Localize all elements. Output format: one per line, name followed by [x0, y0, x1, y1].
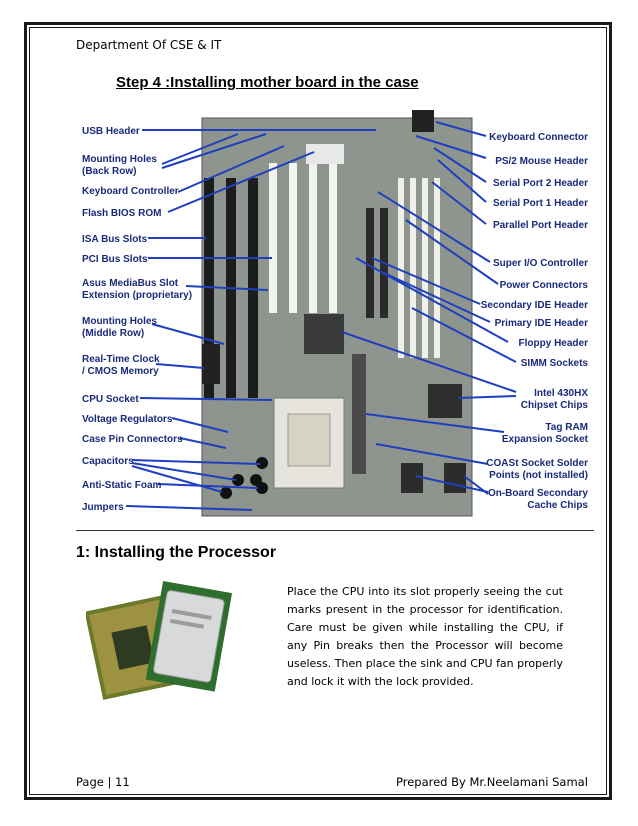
label-cmos-memory: / CMOS Memory — [82, 366, 159, 377]
label-jumpers: Jumpers — [82, 502, 124, 513]
label-mounting-holes-middle-row: (Middle Row) — [82, 328, 144, 339]
label-asus-mediabus-ext: Extension (proprietary) — [82, 290, 192, 301]
right-leader-lines — [341, 121, 517, 495]
author-credit: Prepared By Mr.Neelamani Samal — [396, 775, 588, 789]
section-divider — [76, 530, 594, 531]
page-number: Page | 11 — [76, 775, 130, 789]
label-simm-sockets: SIMM Sockets — [521, 358, 589, 369]
label-mounting-holes-middle: Mounting Holes — [82, 316, 157, 327]
label-isa-bus-slots: ISA Bus Slots — [82, 234, 148, 245]
label-coast-socket: COASt Socket Solder — [486, 458, 588, 469]
right-labels: Keyboard Connector PS/2 Mouse Header Ser… — [481, 132, 589, 511]
label-cpu-socket: CPU Socket — [82, 394, 139, 405]
label-expansion-socket: Expansion Socket — [502, 434, 589, 445]
label-real-time-clock: Real-Time Clock — [82, 354, 160, 365]
label-cache-chips: Cache Chips — [527, 500, 588, 511]
label-capacitors: Capacitors — [82, 456, 134, 467]
processor-instructions: Place the CPU into its slot properly see… — [287, 585, 563, 688]
label-serial-port-2: Serial Port 2 Header — [493, 178, 588, 189]
page-header-department: Department Of CSE & IT — [76, 38, 222, 52]
label-voltage-regulators: Voltage Regulators — [82, 414, 173, 425]
label-anti-static-foam: Anti-Static Foam — [82, 480, 162, 491]
label-coast-not-installed: Points (not installed) — [489, 470, 588, 481]
label-parallel-port: Parallel Port Header — [493, 220, 588, 231]
label-case-pin-connectors: Case Pin Connectors — [82, 434, 183, 445]
page-border-inner — [29, 27, 607, 795]
label-tag-ram: Tag RAM — [545, 422, 588, 433]
motherboard-diagram: USB Header Mounting Holes (Back Row) Key… — [82, 110, 589, 517]
left-labels: USB Header Mounting Holes (Back Row) Key… — [82, 126, 192, 513]
label-asus-mediabus: Asus MediaBus Slot — [82, 278, 179, 289]
cpu-photo — [86, 572, 232, 722]
step-title: Step 4 :Installing mother board in the c… — [116, 74, 419, 91]
label-keyboard-connector: Keyboard Connector — [489, 132, 588, 143]
label-primary-ide: Primary IDE Header — [495, 318, 588, 329]
label-ps2-mouse-header: PS/2 Mouse Header — [495, 156, 588, 167]
motherboard-photo — [201, 110, 473, 517]
label-serial-port-1: Serial Port 1 Header — [493, 198, 588, 209]
label-power-connectors: Power Connectors — [500, 280, 589, 291]
label-onboard-secondary: On-Board Secondary — [488, 488, 588, 499]
label-floppy-header: Floppy Header — [519, 338, 589, 349]
label-super-io: Super I/O Controller — [493, 258, 588, 269]
label-secondary-ide: Secondary IDE Header — [481, 300, 588, 311]
label-mounting-holes-back-row: (Back Row) — [82, 166, 136, 177]
label-flash-bios-rom: Flash BIOS ROM — [82, 208, 161, 219]
label-intel-430hx: Intel 430HX — [534, 388, 588, 399]
cpu-top — [145, 581, 232, 692]
section-title: 1: Installing the Processor — [76, 544, 277, 561]
label-keyboard-controller: Keyboard Controller — [82, 186, 179, 197]
label-pci-bus-slots: PCI Bus Slots — [82, 254, 148, 265]
label-chipset-chips: Chipset Chips — [521, 400, 589, 411]
label-mounting-holes-back: Mounting Holes — [82, 154, 157, 165]
label-usb-header: USB Header — [82, 126, 140, 137]
page-border-outer — [24, 22, 612, 800]
left-leader-lines — [125, 129, 376, 511]
